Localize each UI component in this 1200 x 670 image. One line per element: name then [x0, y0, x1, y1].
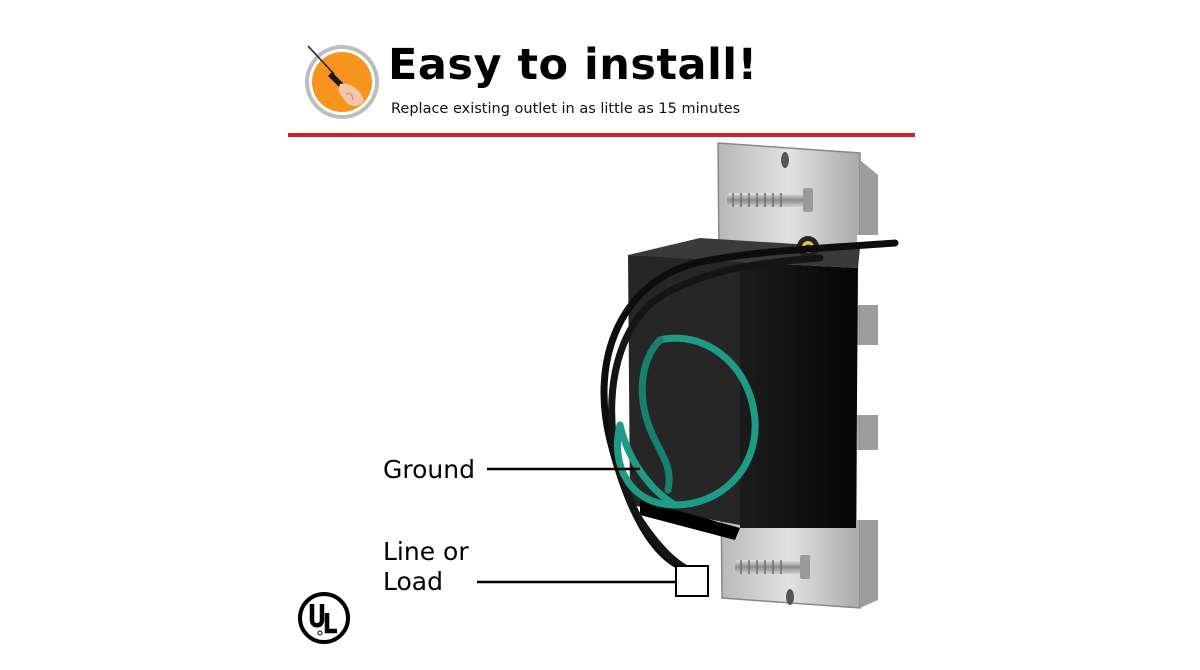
ground-label: Ground [383, 455, 475, 484]
mounting-screw-bottom [735, 555, 810, 579]
page-title: Easy to install! [388, 40, 758, 90]
screwdriver-hand-icon [305, 45, 379, 119]
mounting-screw-top [727, 188, 813, 212]
line-load-marker-box [675, 565, 709, 597]
ul-listed-icon [298, 592, 350, 644]
black-wires [600, 239, 899, 578]
line-or-load-label: Line or Load [383, 537, 469, 596]
green-ground-wire [613, 334, 759, 509]
page-subtitle: Replace existing outlet in as little as … [391, 101, 741, 117]
header-divider [288, 133, 915, 137]
